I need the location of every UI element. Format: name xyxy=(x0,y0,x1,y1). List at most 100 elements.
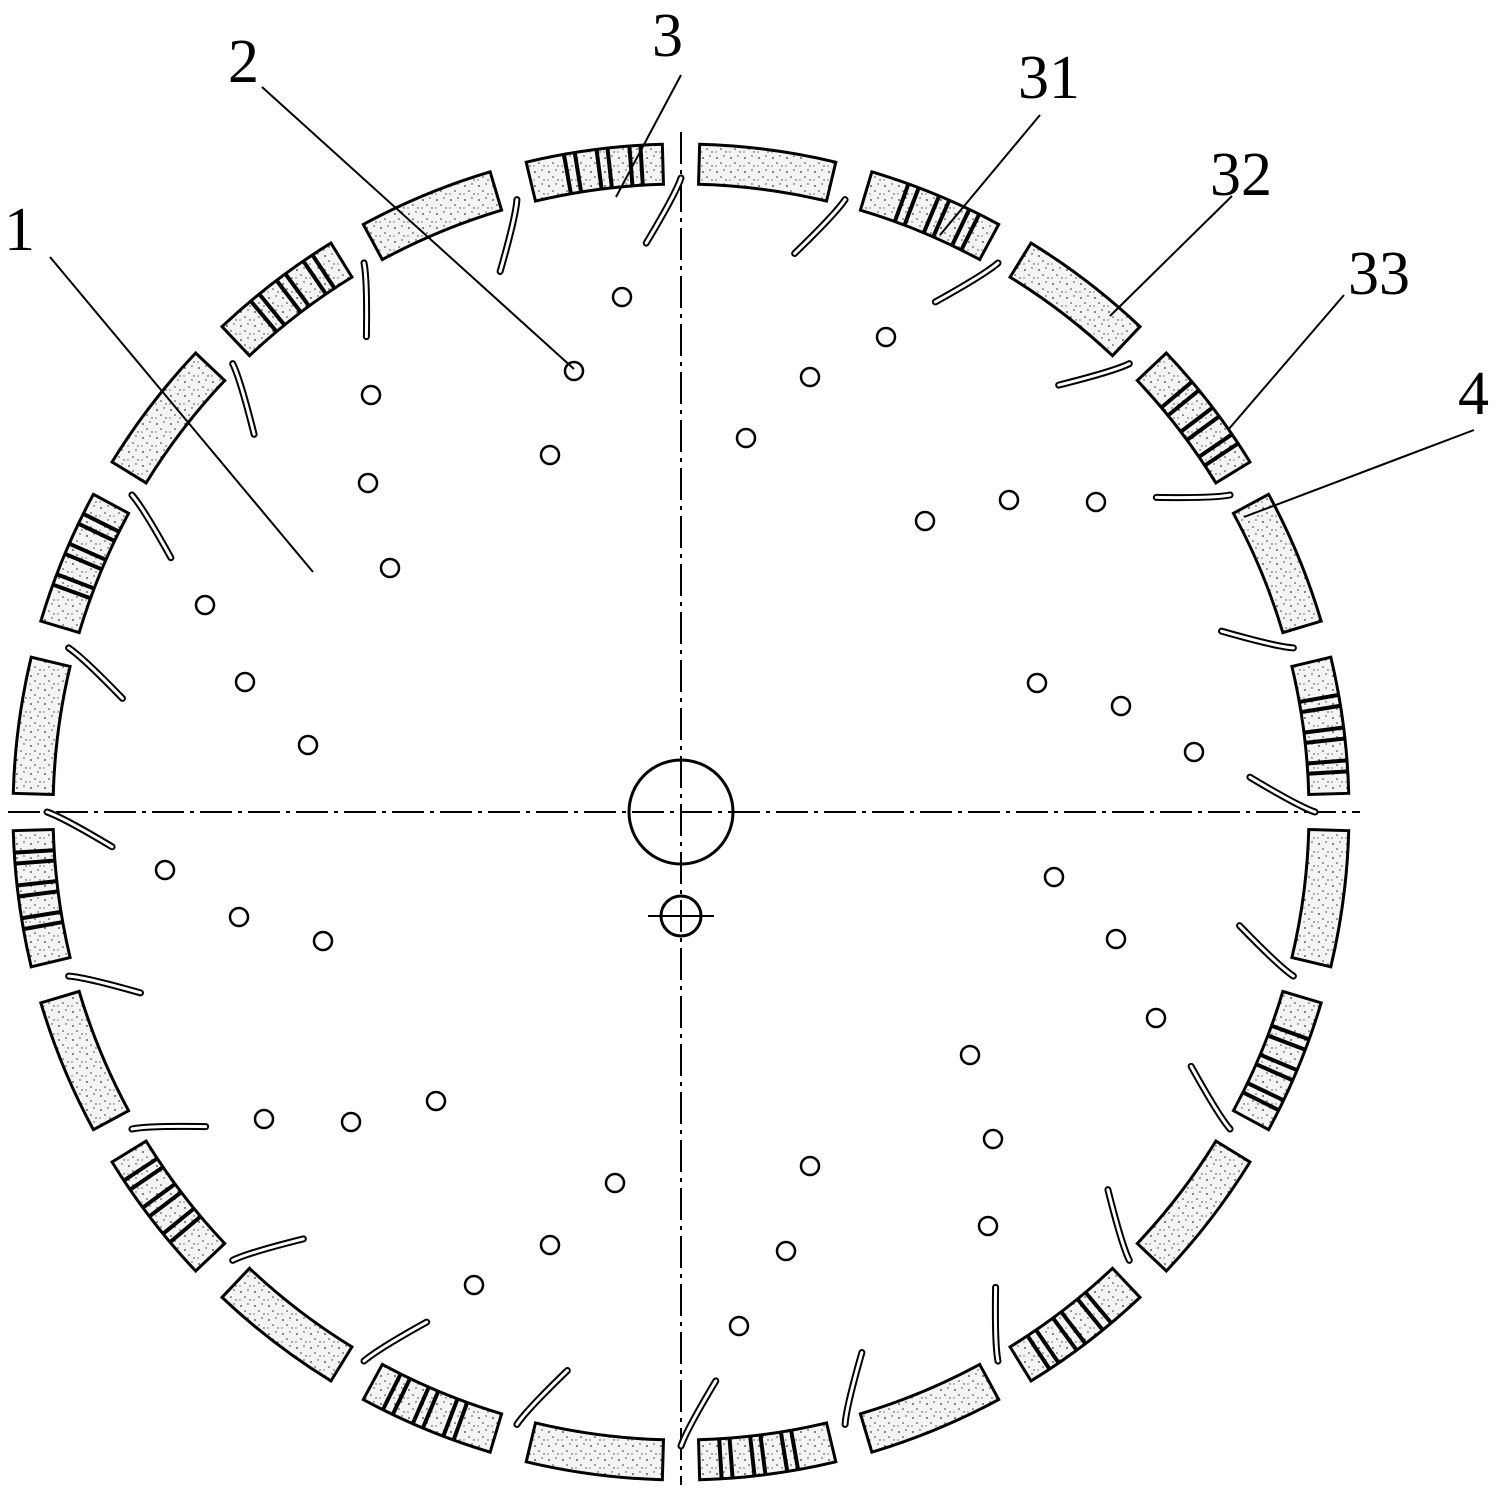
segment-band-line xyxy=(1270,1023,1310,1042)
cooling-hole xyxy=(604,1172,626,1194)
segment-band-line xyxy=(1303,725,1344,735)
segment-band-line xyxy=(1166,388,1201,418)
cooling-hole xyxy=(340,1111,362,1133)
cooling-hole xyxy=(253,1108,275,1130)
segment-band-line xyxy=(748,1435,757,1477)
segment-band-line xyxy=(561,153,573,195)
cooling-hole xyxy=(799,1155,821,1177)
segment-band-line xyxy=(789,1429,801,1471)
segment-band-line xyxy=(1197,432,1234,459)
leader-line-31 xyxy=(939,114,1041,236)
diamond-segment xyxy=(1007,1266,1143,1384)
cooling-hole xyxy=(357,472,379,494)
segment-band-line xyxy=(1267,1033,1306,1052)
segment-band-line xyxy=(16,879,58,888)
ref-label-31: 31 xyxy=(1018,44,1080,112)
segment-band-line xyxy=(283,272,311,308)
cooling-hole xyxy=(728,1315,750,1337)
segment-band-line xyxy=(605,147,614,189)
segment-band-line xyxy=(21,909,62,921)
segment-band-line xyxy=(921,195,942,234)
segment-band-line xyxy=(148,1190,183,1219)
segment-band-line xyxy=(122,1156,159,1183)
segment-band-line xyxy=(1242,1090,1280,1112)
segment-band-line xyxy=(451,1401,470,1441)
segment-band-line xyxy=(727,1437,735,1479)
keyhole-slot-inner xyxy=(793,198,847,255)
segment-band-line xyxy=(959,213,981,251)
keyhole-slot-inner xyxy=(1106,1188,1131,1262)
leader-line-1 xyxy=(49,256,314,573)
cooling-hole xyxy=(360,384,382,406)
segment-band-line xyxy=(1051,1316,1079,1352)
arbor-hole xyxy=(627,758,735,866)
segment-band-line xyxy=(64,551,103,572)
segment-band-line xyxy=(14,848,55,855)
segment-band-line xyxy=(310,253,337,290)
segment-band-line xyxy=(1025,1334,1052,1371)
cooling-hole xyxy=(228,906,250,928)
diamond-segment xyxy=(11,655,72,797)
leader-line-2 xyxy=(261,86,575,370)
reference-labels: 1 2 3 31 32 33 4 xyxy=(4,2,1489,428)
cooling-hole xyxy=(1026,672,1048,694)
cooling-hole xyxy=(1105,928,1127,950)
cooling-hole xyxy=(998,489,1020,511)
segment-band-line xyxy=(249,299,279,333)
segment-band-line xyxy=(22,920,64,932)
segment-band-line xyxy=(1083,1291,1113,1325)
segment-band-line xyxy=(390,1377,412,1416)
segment-band-line xyxy=(892,183,911,223)
cooling-hole xyxy=(463,1274,485,1296)
segment-band-line xyxy=(128,1165,165,1192)
keyhole-slot-inner xyxy=(644,176,683,245)
cooling-hole xyxy=(539,444,561,466)
cooling-hole xyxy=(977,1215,999,1237)
cooling-hole xyxy=(1085,491,1107,513)
segment-band-line xyxy=(410,1386,431,1425)
segment-band-line xyxy=(1304,736,1346,745)
segment-band-line xyxy=(627,145,635,187)
diamond-segment xyxy=(361,169,504,262)
diamond-segment xyxy=(38,989,131,1132)
segment-band-line xyxy=(14,858,56,866)
segment-band-line xyxy=(572,152,584,193)
ref-label-4: 4 xyxy=(1458,360,1489,428)
diamond-segment xyxy=(1135,350,1253,486)
cooling-hole xyxy=(297,734,319,756)
cooling-hole xyxy=(1110,695,1132,717)
segment-band-line xyxy=(168,1214,202,1244)
keyhole-slot-inner xyxy=(498,198,519,273)
keyhole-slot-inner xyxy=(933,261,1000,304)
cooling-holes-layer xyxy=(154,286,1205,1337)
cooling-hole xyxy=(154,859,176,881)
diamond-segment xyxy=(524,1421,666,1482)
cooling-hole xyxy=(914,510,936,532)
segment-band-line xyxy=(420,1390,441,1429)
cooling-hole xyxy=(1183,741,1205,763)
ref-label-32: 32 xyxy=(1210,141,1272,209)
segment-band-line xyxy=(1059,1310,1088,1345)
leader-lines xyxy=(49,74,1475,573)
segment-band-line xyxy=(52,582,92,601)
keyhole-slot-inner xyxy=(231,1237,305,1262)
keyhole-slot-inner xyxy=(679,1379,718,1448)
segment-band-line xyxy=(1203,441,1240,468)
segment-band-line xyxy=(141,1182,177,1210)
keyhole-slot-inner xyxy=(130,493,173,560)
keyhole-slot-inner xyxy=(130,1124,208,1131)
segment-band-line xyxy=(77,521,116,543)
keyhole-slot-inner xyxy=(1189,1064,1232,1131)
segment-band-line xyxy=(758,1434,768,1475)
segment-band-line xyxy=(441,1398,460,1437)
segment-band-line xyxy=(1307,769,1348,776)
cooling-hole xyxy=(875,326,897,348)
cooling-hole xyxy=(425,1090,447,1112)
keyhole-slot-inner xyxy=(515,1369,569,1426)
segment-band-line xyxy=(82,512,120,534)
cooling-hole xyxy=(539,1234,561,1256)
segment-band-line xyxy=(381,1373,403,1411)
segment-band-line xyxy=(717,1438,724,1479)
cooling-hole xyxy=(611,286,633,308)
